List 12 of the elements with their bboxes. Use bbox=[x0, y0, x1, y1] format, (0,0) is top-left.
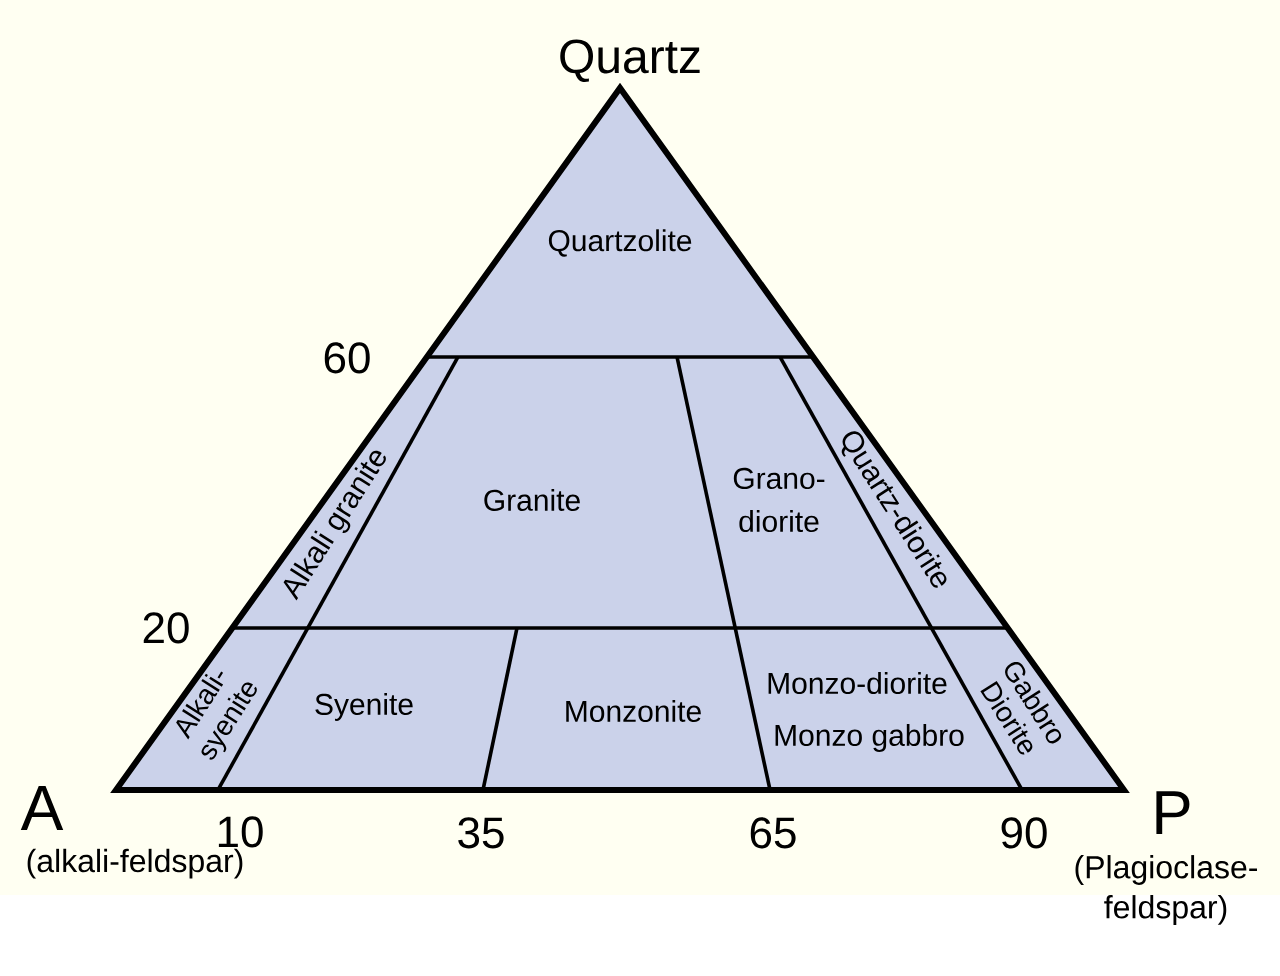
scale-value: 90 bbox=[1001, 817, 1047, 849]
scale-value: 10 bbox=[218, 816, 263, 848]
corner-caption: (alkali-feldspar) bbox=[27, 848, 243, 879]
scale-value: 65 bbox=[750, 817, 796, 849]
rock-field: Quartzolite bbox=[426, 88, 814, 357]
node-label: Granite bbox=[484, 488, 580, 511]
node-label: Monzonite bbox=[566, 699, 701, 722]
corner-caption: (Plagioclase-feldspar) bbox=[1075, 855, 1258, 925]
node-label: Syenite bbox=[315, 693, 413, 721]
corner-label: P bbox=[1156, 791, 1190, 834]
scale-value: 35 bbox=[458, 817, 504, 849]
corner-label: A bbox=[20, 785, 64, 830]
